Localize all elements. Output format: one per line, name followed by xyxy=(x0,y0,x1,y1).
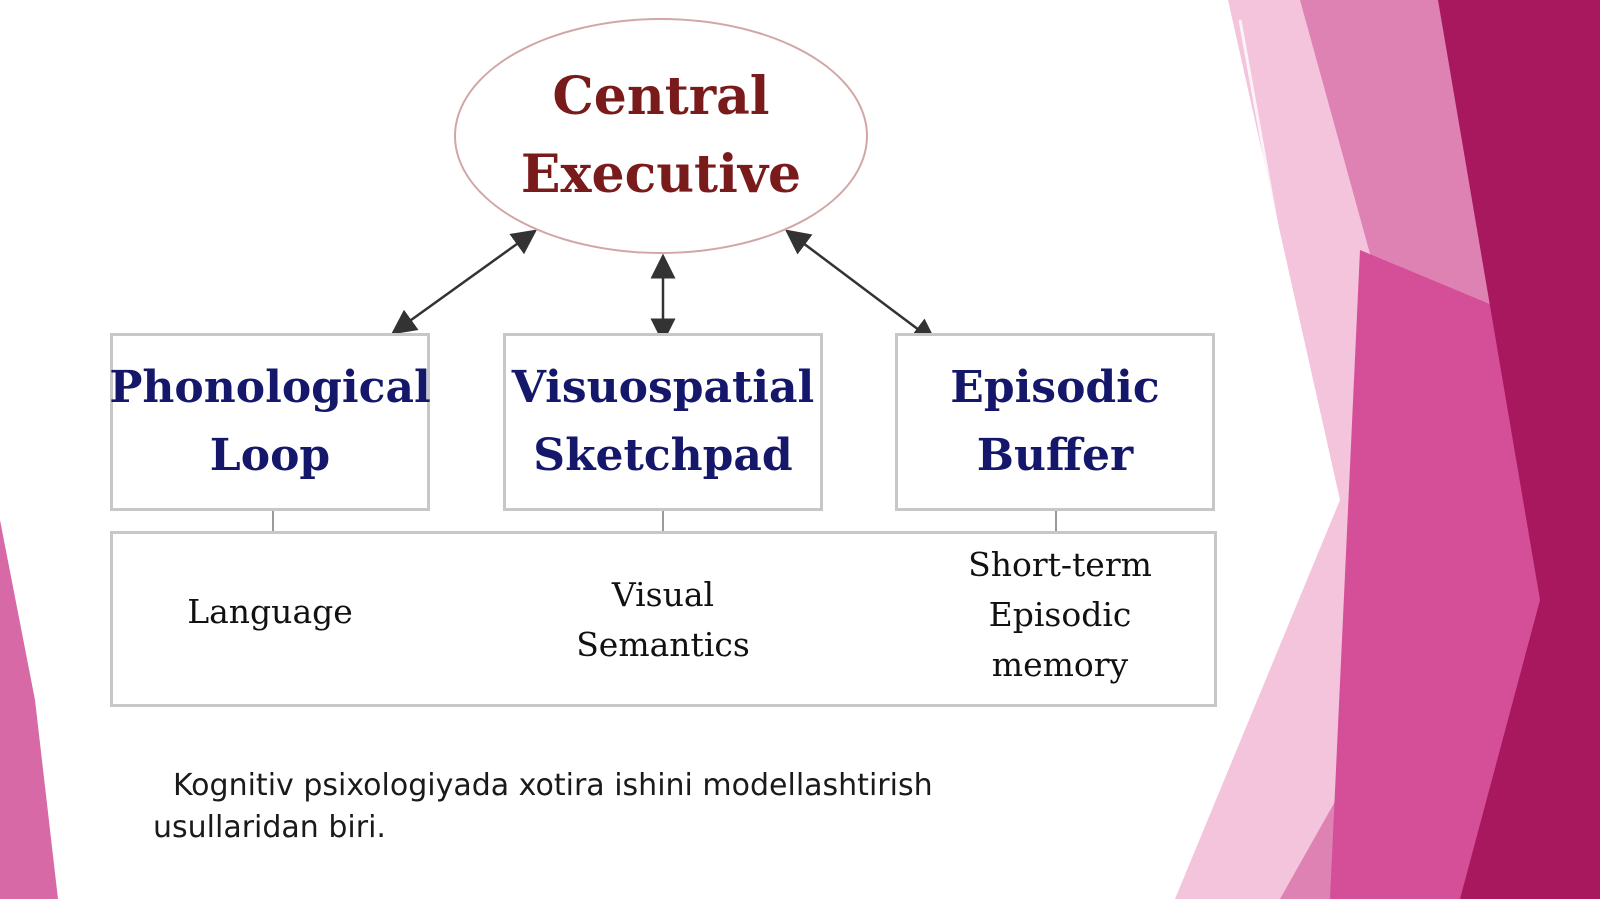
visual-semantics-line2: Semantics xyxy=(576,625,750,664)
phonological-loop-box: Phonological Loop xyxy=(109,333,431,511)
decor-shape-left xyxy=(0,520,58,899)
visuospatial-sketchpad-box: Visuospatial Sketchpad xyxy=(503,333,823,511)
arrow-central-to-phonological xyxy=(390,229,538,335)
decor-thin-line xyxy=(1238,19,1332,521)
central-executive-line2: Executive xyxy=(520,144,802,205)
slide-caption: Kognitiv psixologiyada xotira ishini mod… xyxy=(153,768,933,845)
central-executive-node: Central Executive xyxy=(454,18,868,254)
visual-semantics-label: Visual Semantics xyxy=(548,570,778,670)
visuospatial-sketchpad-line2: Sketchpad xyxy=(533,430,793,481)
visual-semantics-line1: Visual xyxy=(611,575,715,614)
episodic-memory-label: Short-term Episodic memory xyxy=(935,540,1185,690)
decor-shape-dark xyxy=(1438,0,1600,899)
arrow-central-to-episodic xyxy=(785,229,937,344)
visuospatial-sketchpad-line1: Visuospatial xyxy=(511,362,815,413)
language-line1: Language xyxy=(187,592,353,631)
episodic-memory-line1: Short-term xyxy=(968,545,1152,584)
phonological-loop-line1: Phonological xyxy=(109,362,431,413)
episodic-buffer-box: Episodic Buffer xyxy=(895,333,1215,511)
episodic-memory-line2: Episodic xyxy=(988,595,1132,634)
phonological-loop-line2: Loop xyxy=(209,430,331,481)
episodic-memory-line3: memory xyxy=(991,645,1129,684)
long-term-memory-panel xyxy=(110,531,1217,707)
central-executive-line1: Central xyxy=(552,66,770,127)
episodic-buffer-line1: Episodic xyxy=(950,362,1160,413)
episodic-buffer-line2: Buffer xyxy=(976,430,1134,481)
language-label: Language xyxy=(160,587,380,637)
